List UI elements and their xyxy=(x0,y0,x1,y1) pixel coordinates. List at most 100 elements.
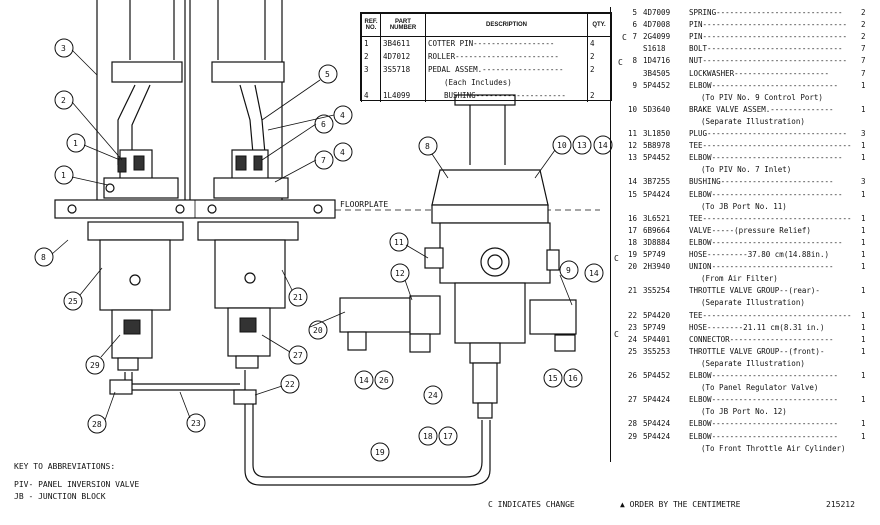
list-item-no: 27 xyxy=(627,395,637,405)
list-item: (To JB Port No. 11) xyxy=(611,201,873,213)
list-item-desc: HOSE---------37.80 cm(14.88in.) xyxy=(689,250,829,259)
list-item-part: S1618 xyxy=(643,44,666,54)
svg-text:11: 11 xyxy=(394,238,404,247)
callout-9: 9 xyxy=(559,260,579,280)
key-piv: PIV- PANEL INVERSION VALVE xyxy=(14,480,140,489)
callout-27: 27 xyxy=(288,345,308,365)
svg-text:7: 7 xyxy=(321,156,326,165)
key-jb: JB - JUNCTION BLOCK xyxy=(14,492,106,501)
list-item-desc: (To Panel Regulator Valve) xyxy=(701,383,819,393)
change-mark: C xyxy=(614,330,619,339)
change-note: C INDICATES CHANGE xyxy=(488,500,575,509)
list-item-qty: 1 xyxy=(861,237,866,247)
svg-text:26: 26 xyxy=(379,376,389,385)
list-item-no: 17 xyxy=(627,225,637,235)
list-item-no: 13 xyxy=(627,153,637,163)
pedal-assembly-front xyxy=(96,0,186,200)
list-item: 18 3D8884 ELBOW---------------------------… xyxy=(611,237,873,249)
list-item-qty: 1 xyxy=(861,80,866,90)
list-item-desc: (To Front Throttle Air Cylinder) xyxy=(701,443,846,453)
list-item-no: 23 xyxy=(627,322,637,332)
list-item-no: 26 xyxy=(627,371,637,380)
list-item-qty: 1 xyxy=(861,310,866,320)
key-title: KEY TO ABBREVIATIONS: xyxy=(14,462,116,471)
callout-14b: 14 xyxy=(584,263,604,283)
svg-text:29: 29 xyxy=(90,361,100,370)
list-item-qty: 1 xyxy=(861,346,866,356)
leader-lines xyxy=(51,49,573,421)
svg-text:15: 15 xyxy=(548,374,558,383)
callout-2: 2 xyxy=(54,90,74,110)
svg-text:4: 4 xyxy=(340,111,345,120)
callout-29: 29 xyxy=(85,355,105,375)
list-item-desc: ELBOW---------------------------- xyxy=(689,371,839,380)
change-mark: C xyxy=(622,33,627,42)
list-item-no: 7 xyxy=(632,32,637,42)
list-item-no: 12 xyxy=(627,141,637,151)
callout-1b: 1 xyxy=(54,165,74,185)
list-item-desc: (Separate Illustration) xyxy=(701,298,805,308)
list-item-qty: 1 xyxy=(861,371,866,380)
brake-valve-assembly xyxy=(424,94,560,419)
list-item: (From Air Filter) xyxy=(611,273,873,285)
list-item-qty: 1 xyxy=(861,334,866,344)
throttle-valve-front xyxy=(87,221,184,371)
list-item-qty: 1 xyxy=(861,395,866,405)
figure-number: 215212 xyxy=(826,500,855,509)
list-item-part: 3D8884 xyxy=(643,237,671,247)
callout-13: 13 xyxy=(572,135,592,155)
list-item-desc: (To PIV No. 9 Control Port) xyxy=(701,92,823,102)
svg-text:27: 27 xyxy=(293,351,303,360)
callout-22: 22 xyxy=(280,374,300,394)
list-item-no: 18 xyxy=(627,237,637,247)
list-item-part: 5P4452 xyxy=(643,153,671,163)
svg-text:6: 6 xyxy=(321,120,326,129)
svg-text:24: 24 xyxy=(428,391,438,400)
list-item-no: 29 xyxy=(627,431,637,441)
list-item-desc: ELBOW----------------------------- xyxy=(689,153,843,163)
change-mark: C xyxy=(614,254,619,263)
list-item-desc: THROTTLE VALVE GROUP--(rear)- xyxy=(689,286,820,296)
svg-text:13: 13 xyxy=(577,141,587,150)
svg-text:1: 1 xyxy=(73,139,78,148)
callout-5: 5 xyxy=(318,64,338,84)
list-item-desc: ELBOW----------------------------- xyxy=(689,237,843,247)
list-item-desc: TEE--------------------------------- xyxy=(689,213,852,223)
svg-text:23: 23 xyxy=(191,419,201,428)
list-item-desc: TEE--------------------------------- xyxy=(689,310,852,320)
callout-3: 3 xyxy=(54,38,74,58)
list-item-part: 5P4452 xyxy=(643,371,671,380)
list-item-qty: 7 xyxy=(861,56,866,66)
svg-text:16: 16 xyxy=(568,374,578,383)
callout-7: 7 xyxy=(314,150,334,170)
list-item-part: 2H3940 xyxy=(643,262,671,272)
list-item-qty: 7 xyxy=(861,68,866,78)
svg-text:20: 20 xyxy=(313,326,323,335)
svg-text:25: 25 xyxy=(68,297,78,306)
svg-text:5: 5 xyxy=(325,70,330,79)
list-item-part: 3B4505 xyxy=(643,68,671,78)
callout-8a: 8 xyxy=(34,247,54,267)
union-tee-left xyxy=(339,295,577,353)
callout-19: 19 xyxy=(370,442,390,462)
list-item-desc: (Separate Illustration) xyxy=(701,116,805,126)
callout-18: 18 xyxy=(418,426,438,446)
svg-text:18: 18 xyxy=(423,432,433,441)
list-item: (To JB Port No. 12) xyxy=(611,406,873,418)
list-item-qty: 1 xyxy=(861,419,866,429)
table-row: (Each Includes) xyxy=(361,76,611,89)
order-note: ▲ ORDER BY THE CENTIMETRE xyxy=(620,500,741,509)
list-item-desc: ELBOW---------------------------- xyxy=(689,431,839,441)
list-item-part: 5P4424 xyxy=(643,431,671,441)
